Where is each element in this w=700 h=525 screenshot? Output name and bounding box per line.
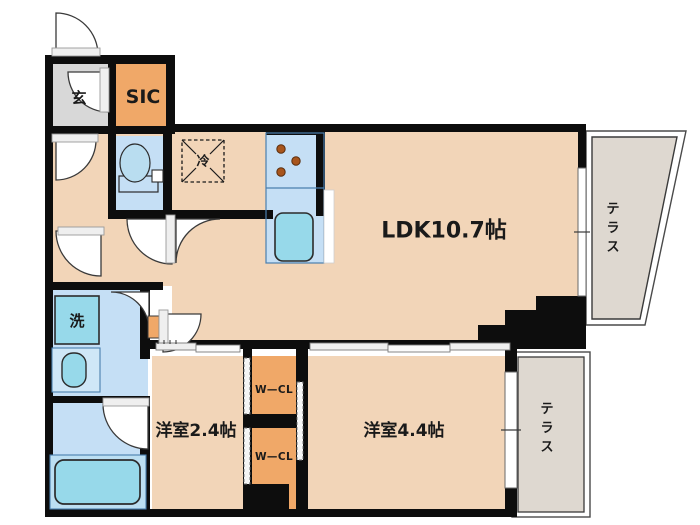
closet-lower-door-rail[interactable] (243, 427, 251, 485)
bedroom-small-label: 洋室2.4帖 (155, 420, 236, 441)
toilet-paper-holder (151, 169, 164, 183)
wall-bath-divider (45, 396, 150, 403)
wall-entrance-top (45, 55, 175, 64)
refrigerator-group: 冷 (181, 139, 225, 183)
sliding-panel-c[interactable] (309, 342, 389, 351)
door-bathroom-panel[interactable] (102, 397, 150, 407)
stove-burner-2 (276, 167, 286, 177)
sliding-panel-d[interactable] (387, 344, 451, 353)
washer-label: 洗 (69, 312, 84, 330)
vanity-basin (61, 352, 87, 388)
wall-toilet-bottom (108, 210, 172, 219)
window-right-upper-b[interactable] (577, 231, 587, 297)
wall-toilet-right (163, 130, 172, 218)
windows (155, 167, 590, 489)
door-toilet-panel[interactable] (165, 214, 176, 264)
terrace-upper-label: テラス (606, 202, 619, 255)
door-hall-upper-swing[interactable] (55, 139, 97, 181)
wall-closet-divider (249, 414, 298, 428)
wall-step-a (536, 296, 586, 313)
bathtub-group (49, 454, 147, 510)
fridge-corner-4 (209, 167, 225, 183)
wall-outer-top (166, 124, 586, 132)
fridge-corner-2 (209, 139, 225, 155)
washer-box (54, 295, 100, 345)
kitchen-side-gap (323, 189, 335, 264)
washer-group: 洗 (54, 295, 100, 345)
wall-sic-right (166, 55, 175, 134)
vanity-group (51, 347, 101, 393)
door-ldk-corridor-swing[interactable] (162, 313, 202, 353)
sill-ticks (157, 340, 177, 344)
wall-wetroom-top (45, 282, 163, 290)
terrace-lower-group: テラス (511, 351, 591, 518)
wall-entrance-left (45, 55, 53, 134)
door-ldk-corridor-jamb (147, 315, 160, 339)
door-ldk-corridor-group[interactable] (147, 309, 202, 353)
door-hall-mid-panel[interactable] (57, 226, 105, 236)
closet-upper-door-rail[interactable] (243, 357, 251, 415)
wall-hall-divider (163, 210, 273, 219)
door-entrance-panel[interactable] (51, 47, 101, 57)
terrace-upper-floor (591, 136, 678, 320)
stove-burner-3 (291, 156, 301, 166)
terrace-lower-label: テラス (540, 402, 553, 455)
stove-burner-1 (276, 144, 286, 154)
refrigerator-label: 冷 (196, 154, 209, 170)
door-sic-panel[interactable] (99, 67, 110, 113)
door-toilet-swing[interactable] (126, 218, 173, 265)
fridge-corner-1 (181, 139, 197, 155)
closet-upper-label: W—CL (255, 384, 293, 396)
wall-outer-left (45, 126, 53, 517)
wall-toilet-left (108, 130, 116, 218)
window-right-lower-a[interactable] (504, 371, 518, 431)
sliding-panel-b[interactable] (195, 344, 241, 353)
bathtub-basin (54, 459, 141, 505)
entrance-label: 玄 (71, 89, 86, 107)
door-ldk-entry-swing[interactable] (175, 218, 221, 264)
wall-closet-base (249, 484, 289, 517)
terrace-lower-floor (517, 356, 585, 513)
sliding-panel-e[interactable] (449, 342, 511, 351)
wall-step-b (505, 310, 586, 328)
kitchen-group (265, 132, 335, 264)
closet-upper-floor (249, 356, 298, 420)
toilet-fixture-group (118, 143, 164, 193)
door-bathroom-swing[interactable] (102, 403, 149, 450)
closet-right-door-rail[interactable] (296, 381, 304, 461)
door-hall-upper-panel[interactable] (51, 133, 99, 143)
bedroom-large-label: 洋室4.4帖 (363, 420, 444, 441)
door-hall-mid-swing[interactable] (55, 230, 102, 277)
ldk-label: LDK10.7帖 (381, 219, 507, 244)
sliding-panel-a[interactable] (155, 342, 197, 351)
sic-label: SIC (126, 86, 161, 108)
wall-kitchen-top (266, 128, 324, 135)
wall-hall-right (140, 286, 149, 348)
wall-sic-left (108, 64, 116, 134)
window-right-lower-b[interactable] (504, 429, 518, 489)
kitchen-sink-basin (274, 212, 314, 262)
bedroom-small-floor (152, 356, 245, 517)
window-right-upper-a[interactable] (577, 167, 587, 233)
fridge-corner-3 (181, 167, 197, 183)
bedroom-large-floor (308, 356, 511, 517)
toilet-bowl (119, 143, 151, 183)
refrigerator-outline (181, 139, 225, 183)
terrace-upper-group: テラス (585, 130, 687, 326)
closet-lower-label: W—CL (255, 451, 293, 463)
door-ldk-entry-group[interactable] (175, 218, 221, 264)
doors (51, 12, 176, 450)
wall-kitchen-right (316, 128, 325, 216)
sic-floor (116, 64, 171, 132)
